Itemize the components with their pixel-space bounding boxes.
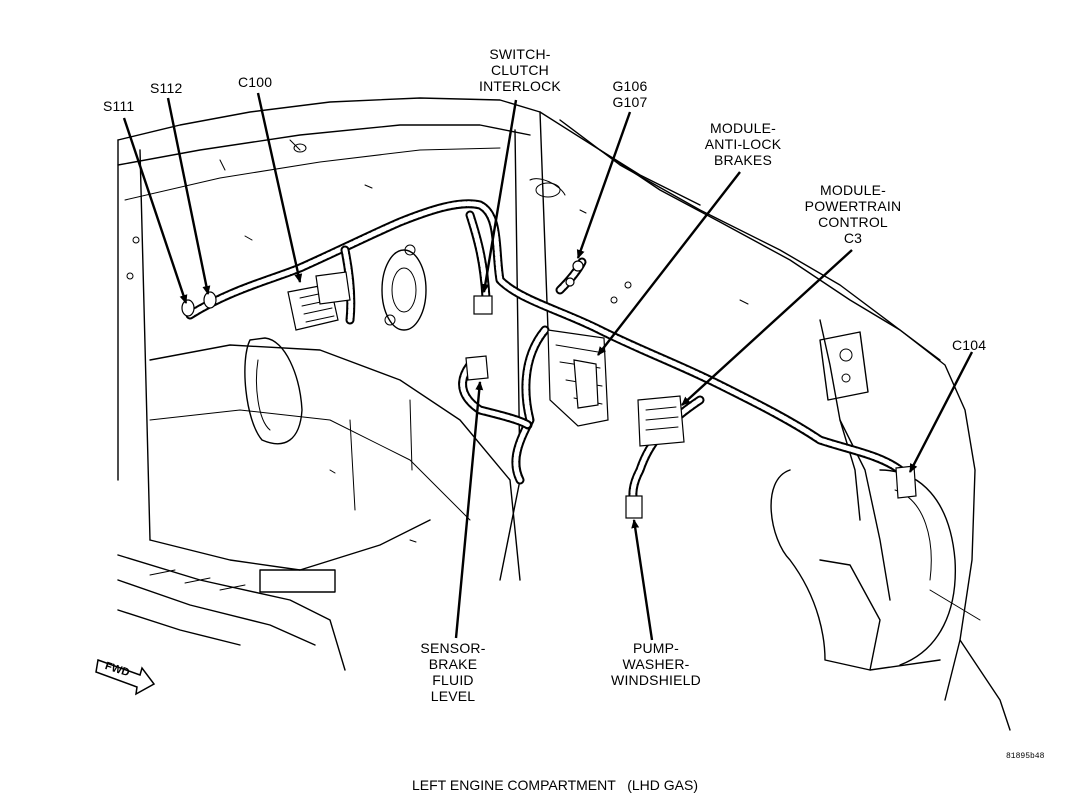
callout-s112 <box>166 97 211 295</box>
label-g106-g107: G106 G107 <box>612 78 648 110</box>
pcm-c3-connector <box>637 395 685 447</box>
washer-pump <box>625 495 643 519</box>
label-sensor-brake-fluid-level: SENSOR- BRAKE FLUID LEVEL <box>420 640 486 704</box>
brake-fluid-sensor <box>465 355 489 381</box>
label-c100: C100 <box>238 74 273 90</box>
c104-connector <box>895 465 917 499</box>
label-c104: C104 <box>952 337 987 353</box>
callout-abs-module <box>597 171 741 356</box>
label-module-anti-lock-brakes: MODULE- ANTI-LOCK BRAKES <box>704 120 782 168</box>
label-module-powertrain-control-c3: MODULE- POWERTRAIN CONTROL C3 <box>804 182 902 246</box>
callout-c104 <box>908 351 974 473</box>
diagram-caption: LEFT ENGINE COMPARTMENT (LHD GAS) <box>412 777 699 793</box>
callout-c100 <box>256 92 303 283</box>
callout-g106-g107 <box>576 111 632 259</box>
callout-switch-clutch <box>481 99 518 293</box>
splice-s112 <box>203 291 217 309</box>
components <box>181 260 917 519</box>
callout-pump-washer <box>631 519 654 641</box>
callout-lines <box>122 92 974 641</box>
callout-sensor-brake <box>454 381 484 639</box>
fwd-arrow-icon: FWD <box>95 658 156 696</box>
label-s111: S111 <box>103 98 135 114</box>
reference-code: 81895b48 <box>1006 752 1045 761</box>
label-s112: S112 <box>150 80 183 96</box>
clutch-interlock-switch <box>473 295 493 315</box>
ground-eyelet <box>572 260 584 272</box>
callout-s111 <box>122 117 188 304</box>
callout-pcm-c3 <box>681 249 853 406</box>
label-switch-clutch-interlock: SWITCH- CLUTCH INTERLOCK <box>479 46 561 94</box>
label-pump-washer-windshield: PUMP- WASHER- WINDSHIELD <box>611 640 701 688</box>
splice-s111 <box>181 299 195 317</box>
